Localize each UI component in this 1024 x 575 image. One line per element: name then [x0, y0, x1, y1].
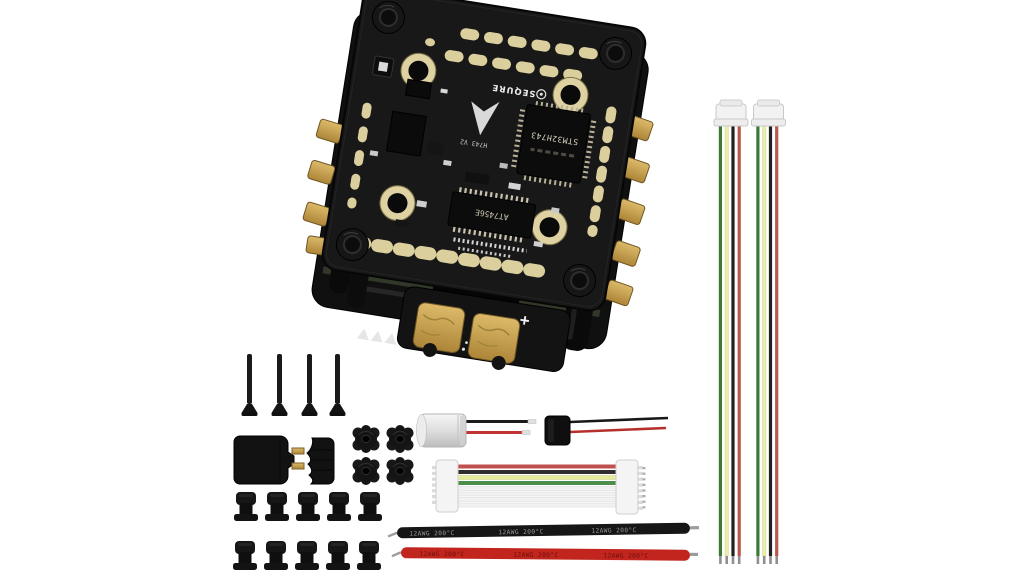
grommet	[351, 424, 381, 454]
battery-pad-section: +	[356, 279, 571, 373]
ribbon-connector-left	[435, 459, 459, 513]
bare-tip	[689, 552, 699, 557]
grommet	[385, 456, 415, 486]
grommet	[351, 456, 381, 486]
spacer	[326, 541, 350, 570]
rubber-spacers	[233, 492, 382, 570]
bare-tip	[689, 526, 699, 530]
spacer	[357, 541, 381, 570]
sequre-logo-icon	[539, 92, 543, 96]
bare-tip	[387, 531, 398, 538]
mounting-nuts	[335, 0, 633, 298]
power-wire-black: 12AWG 200°C 12AWG 200°C 12AWG 200°C	[387, 522, 699, 539]
spacer	[327, 492, 351, 521]
grommet	[385, 424, 415, 454]
smd-components	[369, 78, 560, 259]
ribbon-connector-right	[615, 459, 639, 515]
lead-red	[569, 426, 667, 434]
osd-chip: AT7456E	[447, 187, 537, 243]
spacer	[234, 492, 258, 521]
spare-capacitor	[544, 415, 669, 446]
xt60-cap	[306, 437, 335, 485]
lead-black	[569, 416, 669, 424]
spacer	[233, 541, 257, 570]
screw	[271, 354, 288, 416]
screw	[241, 354, 258, 416]
spacer	[295, 541, 319, 570]
capacitor-lead-red	[466, 431, 522, 434]
battery-solder-pad	[412, 302, 466, 358]
screw	[301, 354, 318, 416]
awg-marking: 12AWG 200°C	[591, 526, 637, 535]
ribbon-wires	[457, 464, 617, 508]
awg-marking: 12AWG 200°C	[419, 550, 464, 558]
fc-board-bevel	[325, 0, 643, 308]
silkscreen-triangles	[356, 328, 397, 345]
tinned-tip	[527, 419, 537, 424]
spacer	[264, 541, 288, 570]
awg-marking: 12AWG 200°C	[513, 551, 558, 559]
mcu-chip: STM32H743	[510, 101, 597, 188]
capacitor-body	[419, 413, 467, 448]
battery-solder-pad	[467, 313, 521, 370]
capacitor	[416, 413, 537, 448]
spacer	[296, 492, 320, 521]
awg-marking: 12AWG 200°C	[603, 552, 648, 560]
awg-marking: 12AWG 200°C	[498, 527, 544, 536]
bare-tip	[391, 551, 402, 558]
solder-pad	[425, 38, 436, 47]
rubber-grommets	[351, 424, 415, 486]
xt60-plug-body	[233, 435, 295, 485]
jst-signal-cable-2	[751, 99, 786, 565]
sequre-logo-icon	[536, 89, 547, 100]
direction-arrow-icon	[471, 101, 500, 136]
tinned-tip	[521, 430, 531, 435]
xt60-connector	[233, 435, 335, 485]
battery-polarity-marking: +	[519, 310, 532, 330]
mounting-screws	[241, 354, 346, 416]
jst-signal-cable-1	[713, 99, 749, 565]
xt60-pin	[291, 462, 305, 470]
fc-esc-stack: +	[302, 0, 654, 373]
spacer	[358, 492, 382, 521]
awg-marking: 12AWG 200°C	[409, 529, 455, 538]
power-wire-red: 12AWG 200°C 12AWG 200°C 12AWG 200°C	[391, 547, 699, 561]
boot-button	[372, 55, 395, 78]
silkscreen-dot	[465, 341, 468, 345]
gyro-chip	[385, 110, 427, 157]
silkscreen-dot	[461, 347, 466, 351]
spacer	[265, 492, 289, 521]
xt60-pin	[291, 447, 305, 455]
screw	[329, 354, 346, 416]
capacitor-lead-black	[466, 420, 528, 423]
ribbon-cable	[432, 459, 646, 515]
solder-pad-rows	[347, 28, 617, 279]
